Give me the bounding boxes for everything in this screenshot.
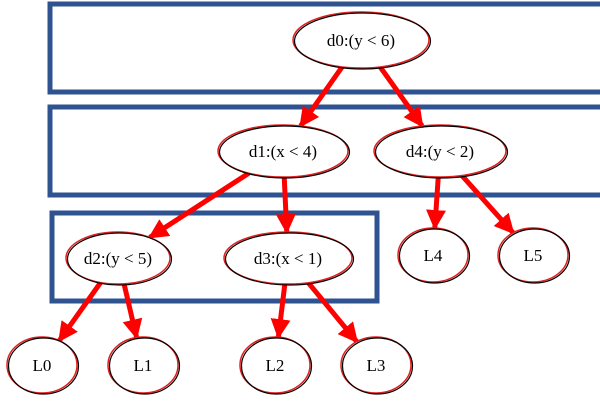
node-ellipse bbox=[497, 227, 569, 283]
edge-d0-d4 bbox=[378, 65, 425, 128]
node-label: L3 bbox=[367, 356, 386, 375]
node-L5: L5 bbox=[497, 227, 571, 284]
node-shadow bbox=[224, 232, 355, 286]
node-ellipse bbox=[239, 336, 311, 394]
node-shadow bbox=[7, 337, 80, 395]
edge-d1-d2 bbox=[148, 171, 251, 240]
node-d3: d3:(x < 1) bbox=[223, 231, 355, 286]
node-label: L0 bbox=[33, 356, 52, 375]
group-box-level-0 bbox=[47, 1, 600, 95]
node-shadow bbox=[341, 337, 414, 395]
node-label: d1:(x < 4) bbox=[249, 142, 317, 161]
node-d2: d2:(y < 5) bbox=[65, 231, 173, 286]
node-d0: d0:(y < 6) bbox=[292, 11, 432, 70]
node-L0: L0 bbox=[6, 336, 80, 395]
node-d4: d4:(y < 2) bbox=[373, 124, 509, 179]
node-shadow bbox=[240, 337, 313, 395]
node-ellipse bbox=[340, 336, 412, 394]
node-ellipse bbox=[292, 11, 430, 69]
edge-d4-L4 bbox=[426, 176, 447, 231]
node-label: L2 bbox=[266, 356, 285, 375]
node-d1: d1:(x < 4) bbox=[217, 124, 351, 179]
edge-d3-L2 bbox=[270, 283, 291, 340]
node-shadow bbox=[374, 125, 509, 179]
edge-d3-L3 bbox=[306, 281, 359, 344]
group-box-level-2 bbox=[49, 210, 380, 304]
node-ellipse bbox=[6, 336, 78, 394]
node-L3: L3 bbox=[340, 336, 414, 395]
node-shadow bbox=[498, 228, 571, 284]
edge-d1-d3 bbox=[275, 176, 296, 235]
node-label: L4 bbox=[424, 246, 443, 265]
group-box-level-1 bbox=[47, 104, 600, 198]
edge-d0-d1 bbox=[298, 65, 345, 128]
node-label: L1 bbox=[134, 356, 153, 375]
node-label: d0:(y < 6) bbox=[327, 31, 395, 50]
edge-d4-L5 bbox=[460, 173, 515, 235]
node-ellipse bbox=[223, 231, 353, 285]
node-label: L5 bbox=[524, 246, 543, 265]
node-shadow bbox=[218, 125, 351, 179]
node-ellipse bbox=[397, 227, 469, 283]
node-label: d4:(y < 2) bbox=[406, 142, 474, 161]
node-shadow bbox=[293, 12, 432, 70]
node-ellipse bbox=[107, 336, 179, 394]
node-ellipse bbox=[217, 124, 349, 178]
node-label: d2:(y < 5) bbox=[84, 249, 152, 268]
node-shadow bbox=[398, 228, 471, 284]
node-L4: L4 bbox=[397, 227, 471, 284]
node-ellipse bbox=[373, 124, 507, 178]
node-shadow bbox=[66, 232, 173, 286]
node-L1: L1 bbox=[107, 336, 181, 395]
node-L2: L2 bbox=[239, 336, 313, 395]
edge-d2-L1 bbox=[121, 283, 143, 340]
edge-d2-L0 bbox=[57, 281, 103, 343]
node-ellipse bbox=[65, 231, 171, 285]
node-shadow bbox=[108, 337, 181, 395]
node-label: d3:(x < 1) bbox=[254, 249, 322, 268]
